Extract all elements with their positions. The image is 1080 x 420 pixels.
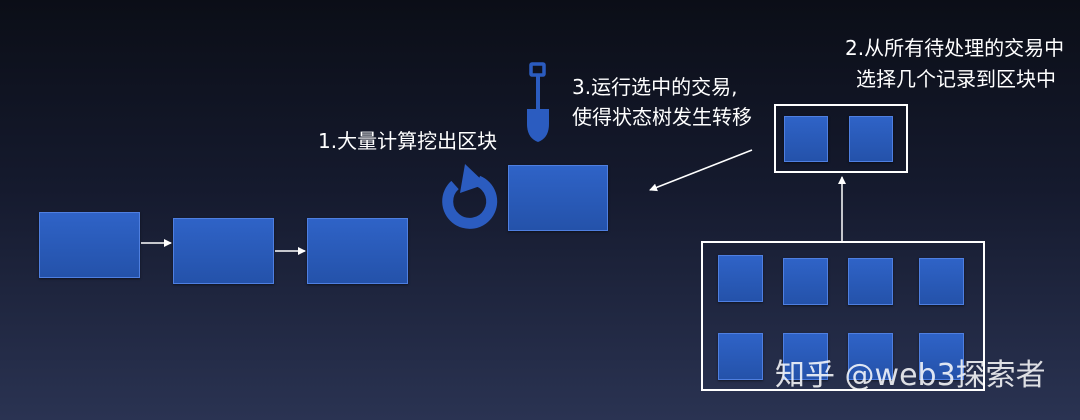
pending-transaction xyxy=(848,333,893,380)
step3-label-line2: 使得状态树发生转移 xyxy=(572,105,752,129)
step3-label-line1: 3.运行选中的交易, xyxy=(572,75,738,99)
watermark: 知乎 @web3探索者 xyxy=(775,358,1046,393)
pending-transaction xyxy=(718,333,763,380)
step1-label: 1.大量计算挖出区块 xyxy=(318,129,498,153)
pending-transaction xyxy=(718,255,763,302)
pending-transaction xyxy=(783,333,828,380)
pending-transaction xyxy=(919,333,964,380)
step2-label-line1: 2.从所有待处理的交易中 xyxy=(845,36,1065,60)
pending-transaction xyxy=(783,258,828,305)
selected-transaction xyxy=(784,116,828,162)
new-block xyxy=(508,165,608,231)
refresh-icon xyxy=(442,164,498,229)
selected-transactions-frame xyxy=(774,104,908,173)
pending-transactions-pool xyxy=(701,241,985,391)
selected-transaction xyxy=(849,116,893,162)
shovel-icon xyxy=(527,62,549,142)
chain-block-2 xyxy=(173,218,274,284)
pending-transaction xyxy=(919,258,964,305)
step2-label-line2: 选择几个记录到区块中 xyxy=(856,67,1056,91)
pending-transaction xyxy=(848,258,893,305)
execution-arrow xyxy=(649,149,753,192)
chain-block-3 xyxy=(307,218,408,284)
chain-block-1 xyxy=(39,212,140,278)
